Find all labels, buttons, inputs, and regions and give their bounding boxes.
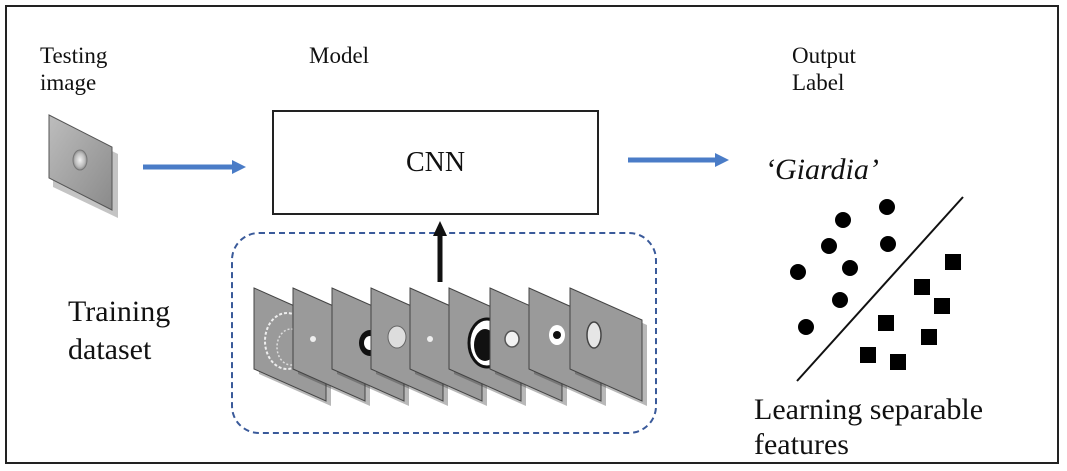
class-b-point [890, 354, 906, 370]
training-tile [569, 287, 647, 406]
testing-image-tile [48, 114, 118, 218]
predicted-label: ‘Giardia’ [765, 153, 879, 186]
class-b-point [860, 347, 876, 363]
learning-caption: Learning separable features [754, 393, 984, 462]
output-label-heading: Output Label [792, 43, 856, 96]
arrow-model-to-output [628, 153, 729, 167]
class-b-point [878, 315, 894, 331]
class-a-point [821, 238, 837, 254]
feature-space [790, 196, 964, 382]
class-b-point [921, 329, 937, 345]
training-dataset-label: Training dataset [68, 295, 171, 366]
class-a-point [842, 260, 858, 276]
class-a-point [832, 292, 848, 308]
arrow-input-to-model [143, 160, 246, 174]
decision-boundary [796, 196, 964, 382]
class-b-point [945, 254, 961, 270]
arrow-dataset-to-model [433, 221, 447, 282]
training-image-stack [253, 287, 647, 406]
class-a-point [835, 212, 851, 228]
class-b-point [914, 279, 930, 295]
class-a-point [879, 199, 895, 215]
model-label: Model [309, 43, 370, 68]
testing-image-label: Testing image [40, 43, 108, 96]
class-a-point [798, 319, 814, 335]
cnn-label: CNN [405, 146, 466, 178]
class-a-point [880, 236, 896, 252]
class-a-point [790, 264, 806, 280]
cnn-model-box: CNN [272, 110, 599, 215]
class-b-point [934, 298, 950, 314]
